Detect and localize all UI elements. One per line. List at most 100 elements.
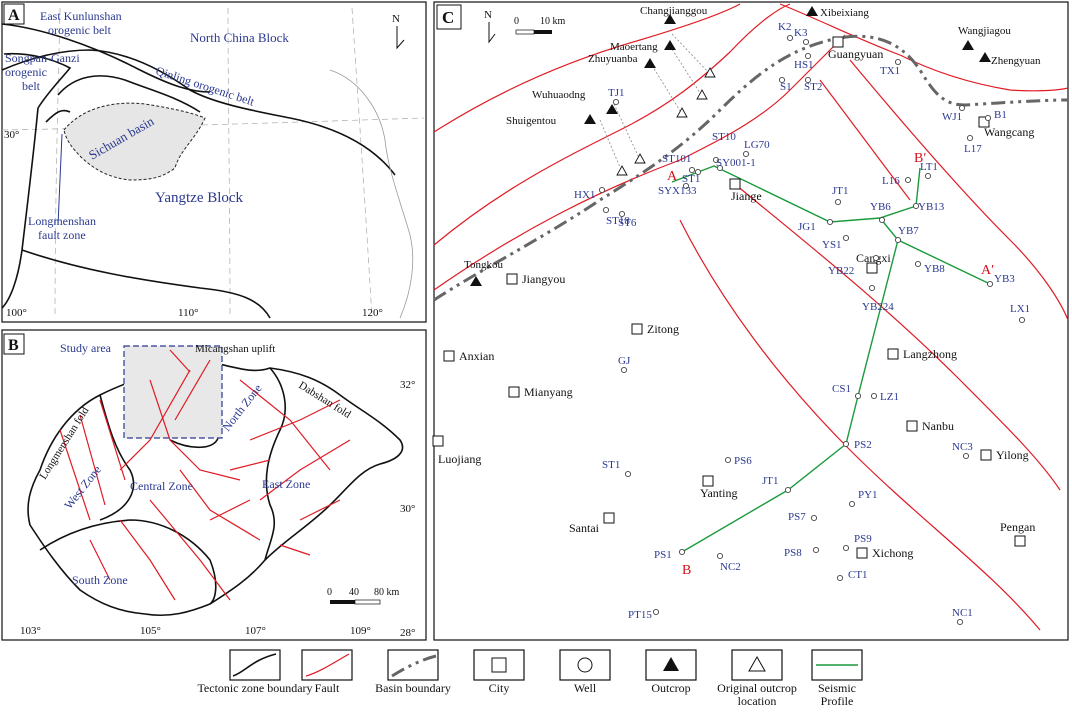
city-icon [980,449,992,461]
well-label: K3 [794,27,808,39]
outcrop-marker: Shuigentou [506,114,596,127]
well-marker: PS8 [784,546,820,559]
well-label: L16 [882,175,900,187]
legend-label: Tectonic zone boundary [197,681,312,695]
well-marker: YB13 [912,201,945,213]
well-icon [904,176,912,184]
city-marker: Yanting [700,475,737,500]
lon-label: 105° [140,625,161,637]
well-marker: ST1 [682,168,702,185]
city-icon [906,420,918,432]
well-icon [612,98,620,106]
well-label: YB3 [994,273,1015,285]
well-icon [682,182,690,190]
well-marker: K3 [794,27,810,46]
city-icon [432,435,444,447]
panel-b: B Study area Micangshan uplift Dabshan f… [1,329,427,641]
city-marker: Jiange [729,178,762,203]
well-label: PY1 [858,489,878,501]
well-label: PS1 [654,549,672,561]
legend: Tectonic zone boundary Fault Basin bound… [197,649,863,708]
city-icon [702,475,714,487]
city-label: Wangcang [984,125,1034,139]
region-label: orogenic belt [48,23,112,37]
outcrop-label: Xibeixiang [820,7,869,19]
well-marker: YB3 [986,273,1015,288]
city-marker: Yilong [980,448,1029,462]
well-marker: WJ1 [942,104,966,123]
outcrop-icon [644,58,656,68]
original-outcrop-icon [676,107,688,118]
well-label: YB6 [870,201,891,213]
well-icon [848,500,856,508]
well-icon [914,260,922,268]
well-label: YB8 [924,263,945,275]
well-marker: PT15 [628,608,660,621]
well-marker: PY1 [848,489,878,508]
legend-item: Outcrop [645,649,697,695]
profile-end-label: B [682,563,691,578]
well-icon [804,76,812,84]
city-marker: Guangyuan [828,36,883,61]
region-label: fault zone [38,228,86,242]
well-marker: YB22 [828,254,880,277]
lat-label: 32° [400,379,415,391]
well-label: PS7 [788,511,806,523]
well-label: ST101 [662,153,691,165]
outcrop-label: Zhengyuan [991,55,1041,67]
svg-text:0: 0 [514,16,519,27]
outcrop-icon [470,276,482,286]
well-marker: TJ1 [608,87,625,106]
well-marker: YB224 [862,284,894,313]
scale-bar-b: 0 40 80 km [327,587,400,605]
well-label: WJ1 [942,111,962,123]
city-icon [1014,535,1026,547]
lon-label: 100° [6,307,27,319]
well-icon [894,58,902,66]
well-label: YB7 [898,225,919,237]
well-marker: ST1 [602,459,632,478]
well-label: YS1 [822,239,842,251]
well-label: LG70 [744,139,770,151]
well-icon [1018,316,1026,324]
well-marker: K2 [778,21,794,42]
well-icon [826,218,834,226]
well-label: K2 [778,21,791,33]
well-label: YB224 [862,301,894,313]
city-icon [631,323,643,335]
well-icon [984,114,992,122]
well-icon [802,38,810,46]
city-icon [832,36,844,48]
outcrop-label: Wangjiagou [958,25,1011,37]
well-icon [842,544,850,552]
outcrop-label: Wuhuaodng [532,89,586,101]
well-marker: L16 [882,175,912,187]
well-label: HS1 [794,59,814,71]
well-icon [778,76,786,84]
north-label: N [392,13,400,25]
outcrop-icon [606,104,618,114]
well-marker: YB8 [914,260,945,275]
well-label: S1 [780,81,792,93]
outcrop-label: Shuigentou [506,115,557,127]
well-icon [834,198,842,206]
well-label: PS6 [734,455,752,467]
well-label: GJ [618,355,631,367]
well-marker: HS1 [794,52,814,71]
region-label: Longmenshan [28,214,96,228]
well-icon [742,150,750,158]
city-label: Nanbu [922,419,954,433]
profile-end-label: A [667,169,678,184]
city-label: Yanting [700,486,737,500]
well-icon [878,216,886,224]
city-label: Luojiang [438,452,481,466]
city-marker: Nanbu [906,419,954,433]
well-label: NC2 [720,561,741,573]
well-label: LZ1 [880,391,899,403]
panel-a-label: A [8,7,20,24]
city-marker: Langzhong [887,347,957,361]
well-icon [716,164,724,172]
